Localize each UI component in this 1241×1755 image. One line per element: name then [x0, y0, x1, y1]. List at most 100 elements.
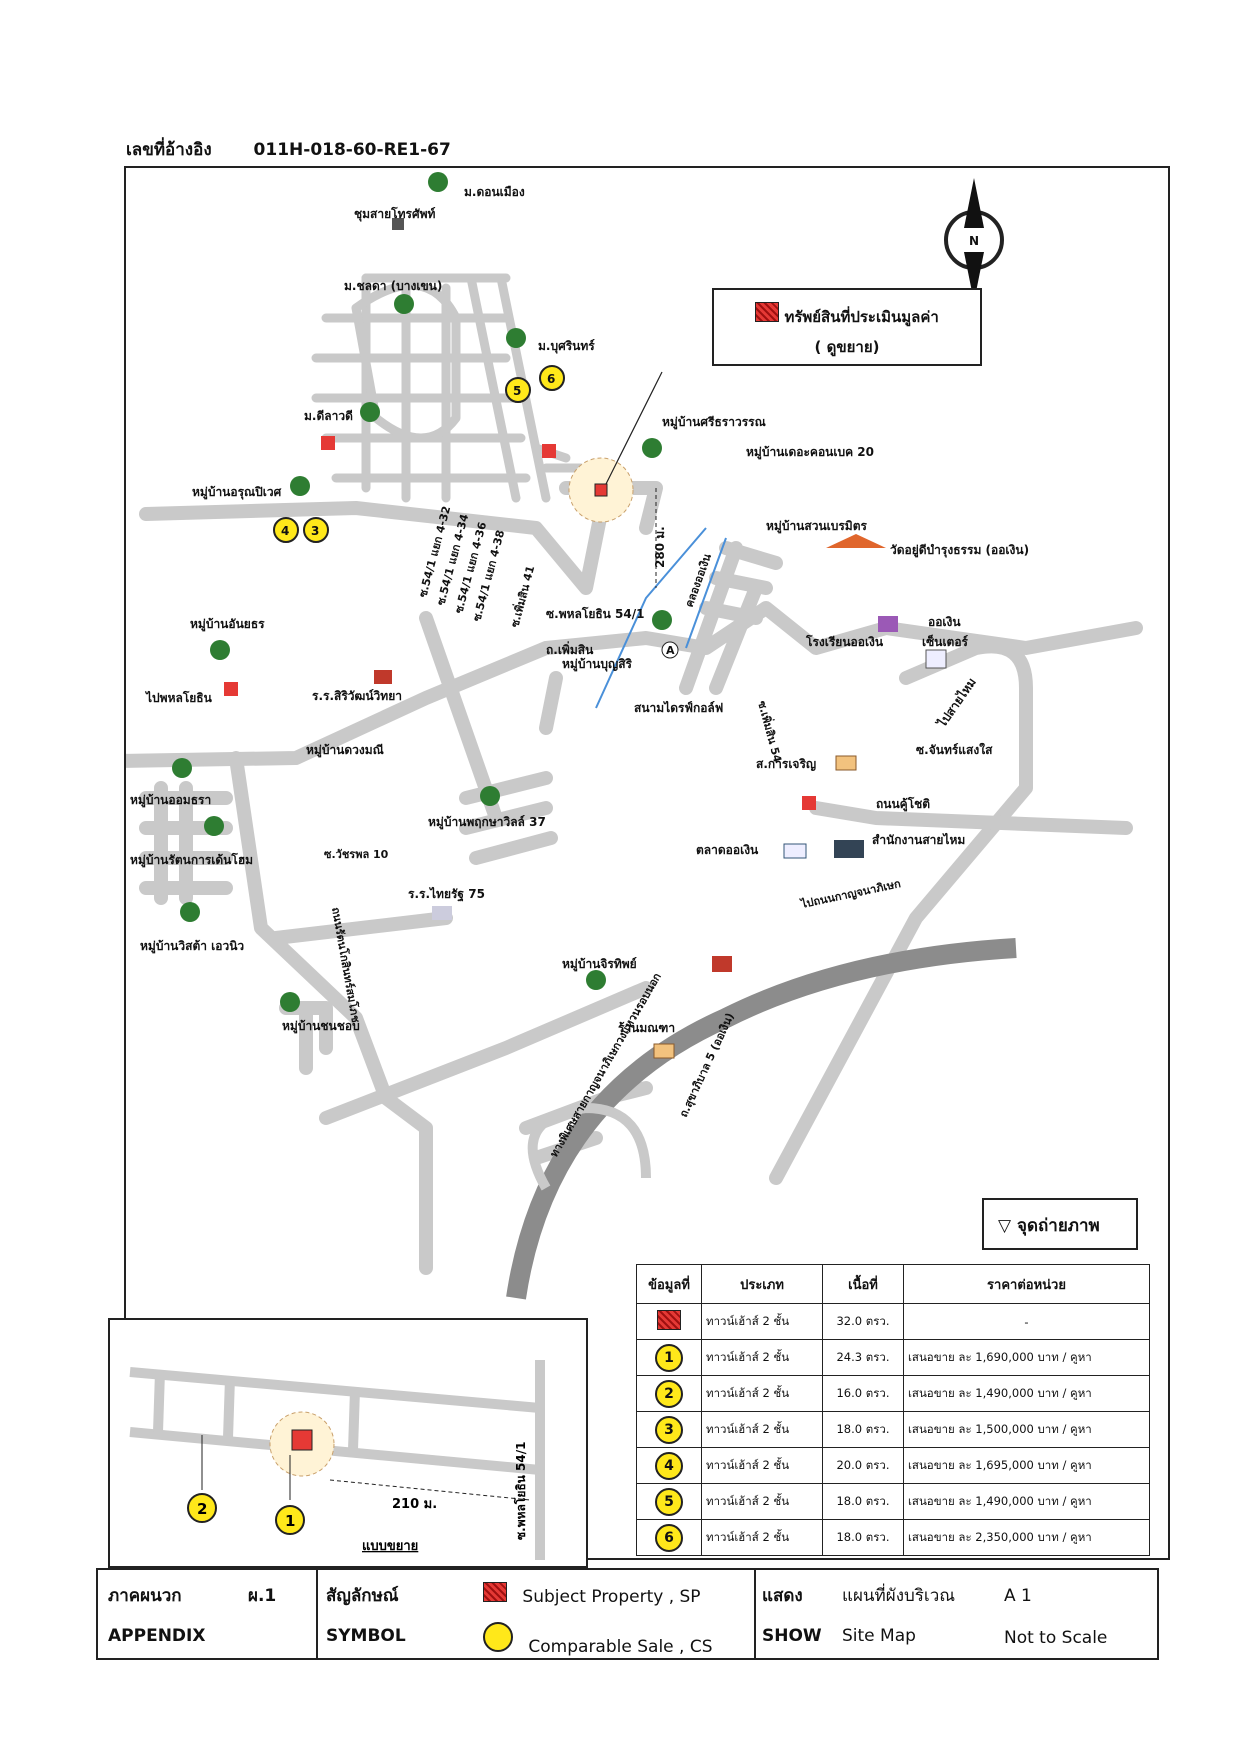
subject-square-icon — [657, 1310, 681, 1330]
row-price-cell: เสนอขาย ละ 1,695,000 บาท / คูหา — [903, 1447, 1150, 1484]
row-id-cell: 1 — [636, 1339, 702, 1376]
svg-text:ชุมสายโทรศัพท์: ชุมสายโทรศัพท์ — [354, 206, 435, 222]
svg-text:หมู่บ้านเดอะคอนเบค 20: หมู่บ้านเดอะคอนเบค 20 — [746, 445, 874, 460]
svg-text:หมู่บ้านจิรทิพย์: หมู่บ้านจิรทิพย์ — [562, 957, 637, 972]
svg-text:แบบขยาย: แบบขยาย — [362, 1539, 418, 1554]
svg-text:6: 6 — [547, 372, 555, 386]
svg-text:ม.ดีลาวดี: ม.ดีลาวดี — [304, 409, 353, 423]
center-icon — [925, 649, 947, 669]
svg-text:หมู่บ้านอันยธร: หมู่บ้านอันยธร — [190, 617, 265, 632]
row-type-cell: ทาวน์เฮ้าส์ 2 ชั้น — [701, 1447, 823, 1484]
canal-line — [685, 537, 727, 649]
svg-text:ร.ร.สิริวัฒน์วิทยา: ร.ร.สิริวัฒน์วิทยา — [312, 689, 402, 703]
row-area-cell: 18.0 ตรว. — [822, 1519, 904, 1556]
comparable-circle-icon — [483, 1622, 513, 1652]
show-en: SHOW — [762, 1626, 822, 1646]
svg-text:หมู่บ้านสวนเบรมิตร: หมู่บ้านสวนเบรมิตร — [766, 519, 868, 534]
map-code: A 1 — [1004, 1586, 1032, 1606]
show-th: แสดง — [762, 1586, 803, 1606]
row-area-cell: 20.0 ตรว. — [822, 1447, 904, 1484]
house-icon — [835, 755, 857, 771]
legend-comparable: Comparable Sale , CS — [483, 1622, 713, 1657]
appendix-code: ผ.1 — [248, 1586, 277, 1606]
table-header-row: ข้อมูลที่ ประเภท เนื้อที่ ราคาต่อหน่วย — [636, 1264, 1150, 1304]
comparable-circle-icon: 1 — [655, 1343, 683, 1372]
row-area-cell: 32.0 ตรว. — [822, 1303, 904, 1340]
telephone-icon — [392, 218, 404, 230]
inset-subject-marker[interactable] — [291, 1429, 313, 1451]
comparable-4[interactable] — [273, 517, 299, 543]
svg-text:เซ็นเตอร์: เซ็นเตอร์ — [922, 634, 969, 649]
svg-text:ถนนคู้โชติ: ถนนคู้โชติ — [876, 796, 930, 812]
inset-comparable-1[interactable] — [275, 1505, 305, 1535]
comparable-6[interactable] — [539, 365, 565, 391]
photo-point-label: A — [666, 644, 675, 657]
scale-note: Not to Scale — [1004, 1628, 1108, 1648]
svg-text:หมู่บ้านรัตนการเด้นโฮม: หมู่บ้านรัตนการเด้นโฮม — [130, 852, 253, 868]
expressway — [506, 938, 1017, 1300]
svg-text:N: N — [969, 234, 979, 248]
svg-text:ร.ร.ไทยรัฐ 75: ร.ร.ไทยรัฐ 75 — [408, 886, 485, 902]
camera-angle-icon: ▽ — [998, 1216, 1012, 1236]
svg-text:ถ.เพิ่มสิน: ถ.เพิ่มสิน — [546, 641, 594, 657]
photo-point-a[interactable] — [661, 641, 679, 659]
main-roads — [126, 481, 1143, 1275]
svg-text:1: 1 — [285, 1512, 295, 1530]
svg-text:หมู่บ้านดวงมณี: หมู่บ้านดวงมณี — [306, 743, 384, 758]
village-icon — [428, 172, 448, 192]
row-price-cell: เสนอขาย ละ 1,490,000 บาท / คูหา — [903, 1483, 1150, 1520]
legend-subject: Subject Property , SP — [483, 1582, 701, 1607]
photo-point-legend: ▽ จุดถ่ายภาพ — [982, 1198, 1138, 1250]
svg-text:สำนักงานสายไหม: สำนักงานสายไหม — [872, 832, 965, 847]
map-en: Site Map — [842, 1626, 916, 1646]
subject-callout-line1: ทรัพย์สินที่ประเมินมูลค่า — [784, 308, 939, 326]
comparable-5[interactable] — [505, 377, 531, 403]
svg-text:ตลาดออเงิน: ตลาดออเงิน — [696, 843, 759, 857]
comparable-markers[interactable]: 5 6 4 3 — [273, 365, 565, 543]
row-id-cell: 2 — [636, 1375, 702, 1412]
comparable-circle-icon: 3 — [655, 1415, 683, 1444]
row-type-cell: ทาวน์เฮ้าส์ 2 ชั้น — [701, 1411, 823, 1448]
svg-text:280 ม.: 280 ม. — [653, 526, 667, 568]
soi-grid — [311, 273, 586, 503]
svg-text:ม.ดอนเมือง: ม.ดอนเมือง — [464, 185, 525, 199]
svg-text:หมู่บ้านชนชอบ: หมู่บ้านชนชอบ — [282, 1019, 360, 1034]
svg-text:ไปสายไหม: ไปสายไหม — [933, 675, 979, 732]
row-id-cell — [636, 1303, 702, 1340]
row-price-cell: - — [903, 1303, 1150, 1340]
col-id: ข้อมูลที่ — [636, 1264, 702, 1304]
footer-legend: ภาคผนวก ผ.1 APPENDIX สัญลักษณ์ SYMBOL Su… — [96, 1568, 1159, 1660]
svg-text:4: 4 — [281, 524, 289, 538]
inset-svg: 2 1 210 ม. ซ.พหลโยธิน 54/1 แบบขยาย — [129, 1360, 545, 1560]
svg-text:ซ.พหลโยธิน 54/1: ซ.พหลโยธิน 54/1 — [546, 606, 645, 621]
seven-eleven-icon — [802, 796, 816, 810]
symbol-en: SYMBOL — [326, 1626, 406, 1646]
svg-text:หมู่บ้านพฤกษาวิลล์ 37: หมู่บ้านพฤกษาวิลล์ 37 — [428, 815, 546, 830]
site-map[interactable]: A 5 6 4 3 — [126, 168, 1168, 1558]
svg-text:หมู่บ้านบุญสิริ: หมู่บ้านบุญสิริ — [562, 657, 633, 672]
symbol-th: สัญลักษณ์ — [326, 1586, 399, 1606]
svg-text:วัดอยู่ดีบำรุงธรรม (ออเงิน): วัดอยู่ดีบำรุงธรรม (ออเงิน) — [890, 543, 1029, 558]
map-frame — [124, 166, 1170, 1560]
col-area: เนื้อที่ — [822, 1264, 904, 1304]
inset-map[interactable]: 2 1 210 ม. ซ.พหลโยธิน 54/1 แบบขยาย — [108, 1318, 588, 1568]
appendix-th: ภาคผนวก — [108, 1586, 182, 1606]
inset-comparable-2[interactable] — [187, 1493, 217, 1523]
comparable-3[interactable] — [303, 517, 329, 543]
reference-label: เลขที่อ้างอิง — [126, 140, 212, 160]
north-arrow: N — [944, 178, 1004, 302]
market-icon — [783, 843, 807, 859]
row-price-cell: เสนอขาย ละ 1,500,000 บาท / คูหา — [903, 1411, 1150, 1448]
row-type-cell: ทาวน์เฮ้าส์ 2 ชั้น — [701, 1519, 823, 1556]
subject-marker[interactable] — [594, 483, 608, 497]
row-price-cell: เสนอขาย ละ 1,690,000 บาท / คูหา — [903, 1339, 1150, 1376]
row-area-cell: 18.0 ตรว. — [822, 1483, 904, 1520]
svg-text:5: 5 — [513, 384, 521, 398]
svg-text:2: 2 — [197, 1500, 207, 1518]
row-price-cell: เสนอขาย ละ 1,490,000 บาท / คูหา — [903, 1375, 1150, 1412]
